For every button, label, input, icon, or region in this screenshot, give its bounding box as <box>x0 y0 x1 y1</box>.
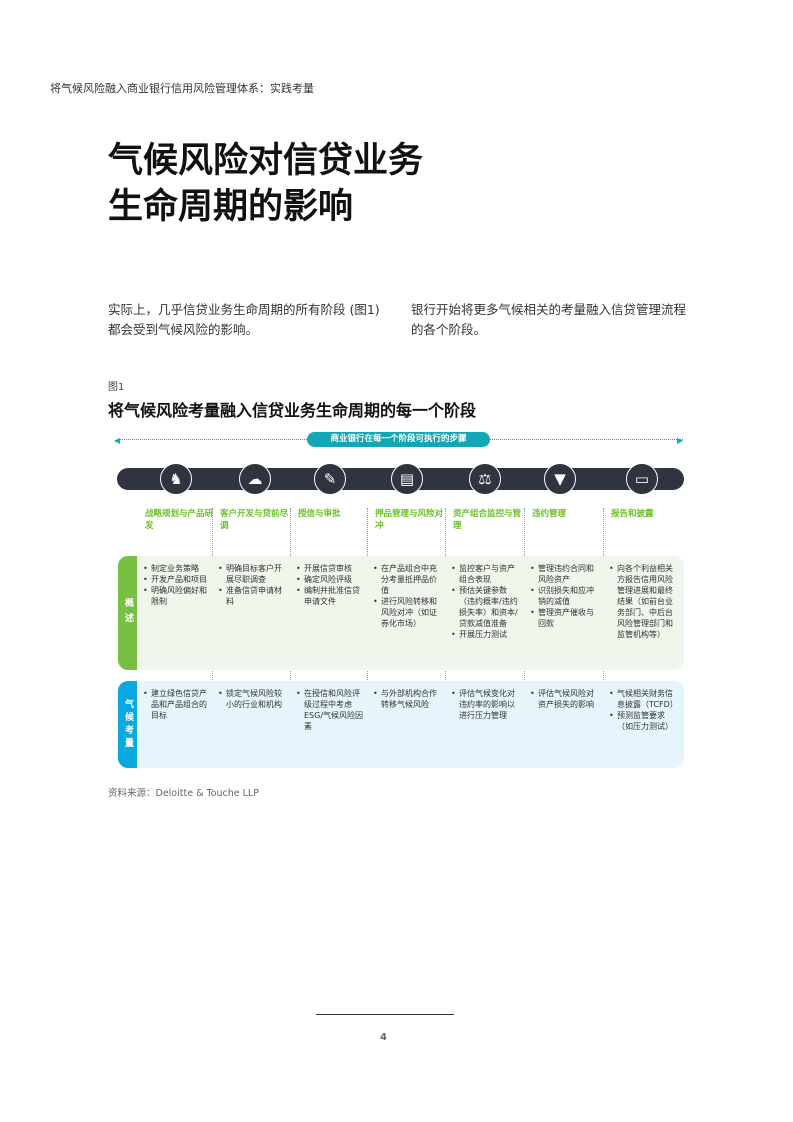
climate-cell: 评估气候变化对违约率的影响以进行压力管理 <box>451 688 521 721</box>
tie-icon: ▼ <box>544 463 576 495</box>
climate-cell: 锁定气候风险较小的行业和机构 <box>218 688 288 710</box>
bullet-item: 开展压力测试 <box>451 629 521 640</box>
scales-icon: ⚖ <box>469 463 501 495</box>
bullet-item: 预估关键参数（违约概率/违约损失率）和资本/贷款减值准备 <box>451 585 521 629</box>
bullet-item: 评估气候变化对违约率的影响以进行压力管理 <box>451 688 521 721</box>
title-line: 生命周期的影响 <box>108 187 354 227</box>
bullet-item: 编制并批准信贷申请文件 <box>296 585 366 607</box>
bullet-item: 确定风险评级 <box>296 574 366 585</box>
bullet-item: 明确目标客户开展尽职调查 <box>218 563 288 585</box>
bullet-item: 管理违约合同和风险资产 <box>530 563 600 585</box>
arrow-right-icon: ▶ <box>677 436 684 445</box>
climate-cell: 与外部机构合作转移气候风险 <box>373 688 443 710</box>
bullet-item: 评估气候风险对资产损失的影响 <box>530 688 600 710</box>
document-icon: ▤ <box>391 463 423 495</box>
stage-label: 报告和披露 <box>611 509 654 519</box>
bullet-item: 明确风险偏好和限制 <box>143 585 213 607</box>
bullet-item: 建立绿色信贷产品和产品组合的目标 <box>143 688 213 721</box>
steps-banner: 商业银行在每一个阶段可执行的步骤 <box>307 432 490 447</box>
bullet-item: 锁定气候风险较小的行业和机构 <box>218 688 288 710</box>
climate-cell: 建立绿色信贷产品和产品组合的目标 <box>143 688 213 721</box>
overview-cell: 管理违约合同和风险资产识别损失和应冲销的减值管理资产催收与回款 <box>530 563 600 629</box>
bullet-item: 制定业务策略 <box>143 563 213 574</box>
bullet-item: 进行风险转移和风险对冲（如证券化市场） <box>373 596 443 629</box>
stage-label: 战略规划与产品研发 <box>145 509 214 531</box>
figure-label: 图1 <box>108 382 125 393</box>
bullet-item: 向各个利益相关方报告信用风险管理进展和最终结果（如前台业务部门、中后台风险管理部… <box>609 563 679 640</box>
overview-cell: 明确目标客户开展尽职调查准备信贷申请材料 <box>218 563 288 607</box>
intro-paragraph: 银行开始将更多气候相关的考量融入信贷管理流程的各个阶段。 <box>411 302 687 337</box>
overview-cell: 制定业务策略开发产品和项目明确风险偏好和限制 <box>143 563 213 607</box>
bullet-item: 预测监管要求（如压力测试） <box>609 710 679 732</box>
bullet-item: 气候相关财务信息披露（TCFD） <box>609 688 679 710</box>
intro-paragraph: 实际上，几乎信贷业务生命周期的所有阶段 (图1) 都会受到气候风险的影响。 <box>108 302 380 337</box>
page-title: 气候风险对信贷业务 生命周期的影响 <box>108 138 423 230</box>
stage-label: 客户开发与贷前尽调 <box>220 509 289 531</box>
bullet-item: 管理资产催收与回款 <box>530 607 600 629</box>
stage-label: 授信与审批 <box>298 509 341 519</box>
chess-knight-icon: ♞ <box>160 463 192 495</box>
title-line: 气候风险对信贷业务 <box>108 141 424 181</box>
figure-title: 将气候风险考量融入信贷业务生命周期的每一个阶段 <box>108 401 477 420</box>
climate-cell: 气候相关财务信息披露（TCFD）预测监管要求（如压力测试） <box>609 688 679 732</box>
figure-source: 资料来源：Deloitte & Touche LLP <box>108 788 259 799</box>
footer-divider <box>316 1014 454 1015</box>
bullet-item: 开展信贷审核 <box>296 563 366 574</box>
climate-tab: 气候考量 <box>118 681 137 768</box>
page-number: 4 <box>380 1032 387 1043</box>
stage-label: 押品管理与风险对冲 <box>375 509 444 531</box>
overview-cell: 开展信贷审核确定风险评级编制并批准信贷申请文件 <box>296 563 366 607</box>
climate-cell: 在授信和风险评级过程中考虑ESG/气候风险因素 <box>296 688 366 732</box>
stage-label: 违约管理 <box>532 509 567 519</box>
brain-icon: ☁ <box>239 463 271 495</box>
overview-cell: 监控客户与资产组合表现预估关键参数（违约概率/违约损失率）和资本/贷款减值准备开… <box>451 563 521 640</box>
stage-label: 资产组合监控与管理 <box>453 509 522 531</box>
bullet-item: 准备信贷申请材料 <box>218 585 288 607</box>
running-header: 将气候风险融入商业银行信用风险管理体系：实践考量 <box>50 82 314 95</box>
bullet-item: 在产品组合中充分考量抵押品价值 <box>373 563 443 596</box>
bullet-item: 监控客户与资产组合表现 <box>451 563 521 585</box>
climate-cell: 评估气候风险对资产损失的影响 <box>530 688 600 710</box>
bullet-item: 开发产品和项目 <box>143 574 213 585</box>
bullet-item: 与外部机构合作转移气候风险 <box>373 688 443 710</box>
speech-bubbles-icon: ▭ <box>626 463 658 495</box>
arrow-left-icon: ◀ <box>114 436 121 445</box>
bullet-item: 识别损失和应冲销的减值 <box>530 585 600 607</box>
overview-cell: 向各个利益相关方报告信用风险管理进展和最终结果（如前台业务部门、中后台风险管理部… <box>609 563 679 640</box>
pen-signature-icon: ✎ <box>314 463 346 495</box>
overview-cell: 在产品组合中充分考量抵押品价值进行风险转移和风险对冲（如证券化市场） <box>373 563 443 629</box>
overview-tab: 概述 <box>118 556 137 670</box>
bullet-item: 在授信和风险评级过程中考虑ESG/气候风险因素 <box>296 688 366 732</box>
